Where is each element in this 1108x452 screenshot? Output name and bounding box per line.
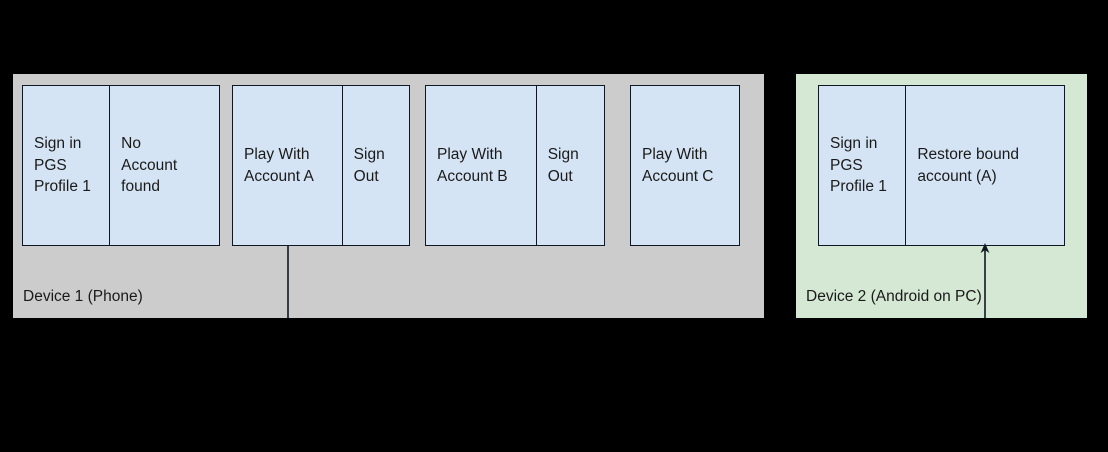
flow-cell-sign-in-pgs-profile-1-device-2[interactable]: Sign in PGS Profile 1 <box>830 135 887 196</box>
device-2-container: Sign in PGS Profile 1 Restore bound acco… <box>796 74 1087 318</box>
device-1-container: Sign in PGS Profile 1 No Account found P… <box>13 74 764 318</box>
flow-cell-play-with-account-b[interactable]: Play With Account B <box>437 146 508 185</box>
flow-group-account-a[interactable]: Play With Account A Sign Out <box>232 85 410 246</box>
flow-cell-sign-in-pgs-profile-1[interactable]: Sign in PGS Profile 1 <box>34 135 91 196</box>
flow-group-restore-bound-account[interactable]: Sign in PGS Profile 1 Restore bound acco… <box>818 85 1065 246</box>
flow-cell-sign-out-b[interactable]: Sign Out <box>535 86 604 245</box>
device-2-label: Device 2 (Android on PC) <box>806 288 982 305</box>
flow-cell-restore-bound-account-a[interactable]: Restore bound account (A) <box>905 86 1064 245</box>
flow-group-account-b[interactable]: Play With Account B Sign Out <box>425 85 605 246</box>
flow-cell-play-with-account-a[interactable]: Play With Account A <box>244 146 314 185</box>
device-1-label: Device 1 (Phone) <box>23 288 143 305</box>
flow-group-sign-in-no-account[interactable]: Sign in PGS Profile 1 No Account found <box>22 85 220 246</box>
flow-cell-no-account-found[interactable]: No Account found <box>109 86 219 245</box>
flow-cell-sign-out-a[interactable]: Sign Out <box>341 86 409 245</box>
flow-cell-play-with-account-c[interactable]: Play With Account C <box>642 146 714 185</box>
flow-group-account-c[interactable]: Play With Account C <box>630 85 740 246</box>
